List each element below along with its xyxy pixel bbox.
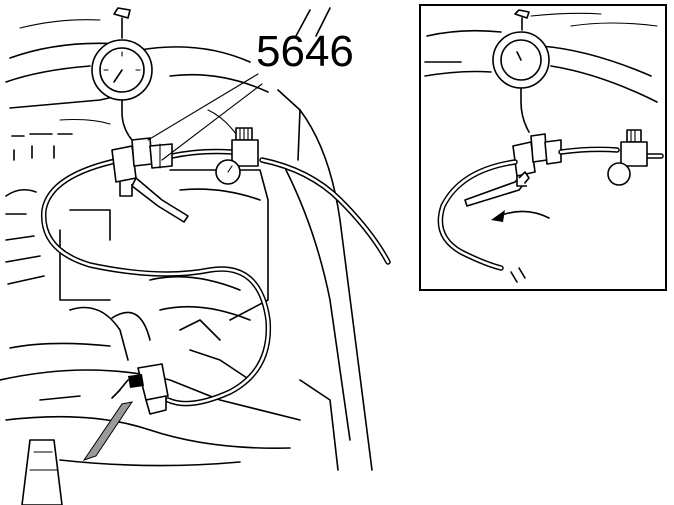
callout-leader-lines bbox=[147, 73, 263, 161]
nozzle-cone bbox=[21, 439, 63, 505]
engine-bay-outline bbox=[0, 7, 373, 471]
pressure-gauge-icon bbox=[91, 7, 153, 141]
valve-icon bbox=[111, 137, 189, 223]
pressure-gauge-icon bbox=[492, 9, 550, 133]
dipstick bbox=[82, 401, 134, 461]
reference-number-label: 5646 bbox=[256, 27, 354, 76]
detail-hose bbox=[437, 146, 664, 283]
detail-inset bbox=[419, 4, 667, 291]
regulator-icon bbox=[607, 129, 648, 186]
direction-arrow-icon bbox=[491, 210, 550, 222]
valve-icon bbox=[464, 133, 562, 207]
regulator-icon bbox=[215, 127, 259, 185]
service-hose-main bbox=[40, 157, 272, 407]
hose-from-regulator bbox=[259, 157, 391, 265]
hose-to-regulator bbox=[169, 148, 235, 159]
connector-icon bbox=[111, 363, 169, 415]
detail-illustration bbox=[424, 9, 664, 283]
detail-background-lines bbox=[424, 12, 658, 103]
